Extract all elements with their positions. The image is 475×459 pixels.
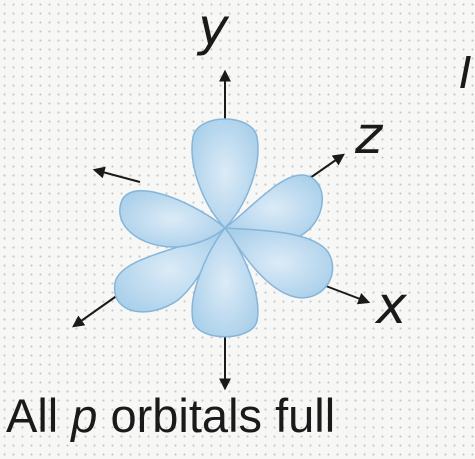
caption: All p orbitals full [6,392,335,439]
px-lobe-left [119,189,227,248]
y-axis-label: y [198,0,229,58]
x-axis-label: x [376,276,407,336]
py-lobe-top [191,118,259,230]
py-lobe-bottom [191,226,259,338]
z-axis-label: z [355,106,383,166]
caption-suffix: orbitals full [97,389,336,442]
x-axis-line-left [92,166,141,183]
edge-glyph: I [459,48,472,99]
p-orbital-lobes [113,118,334,338]
caption-prefix: All [6,389,72,442]
px-lobe-right [223,227,334,299]
caption-italic-p: p [71,389,98,442]
